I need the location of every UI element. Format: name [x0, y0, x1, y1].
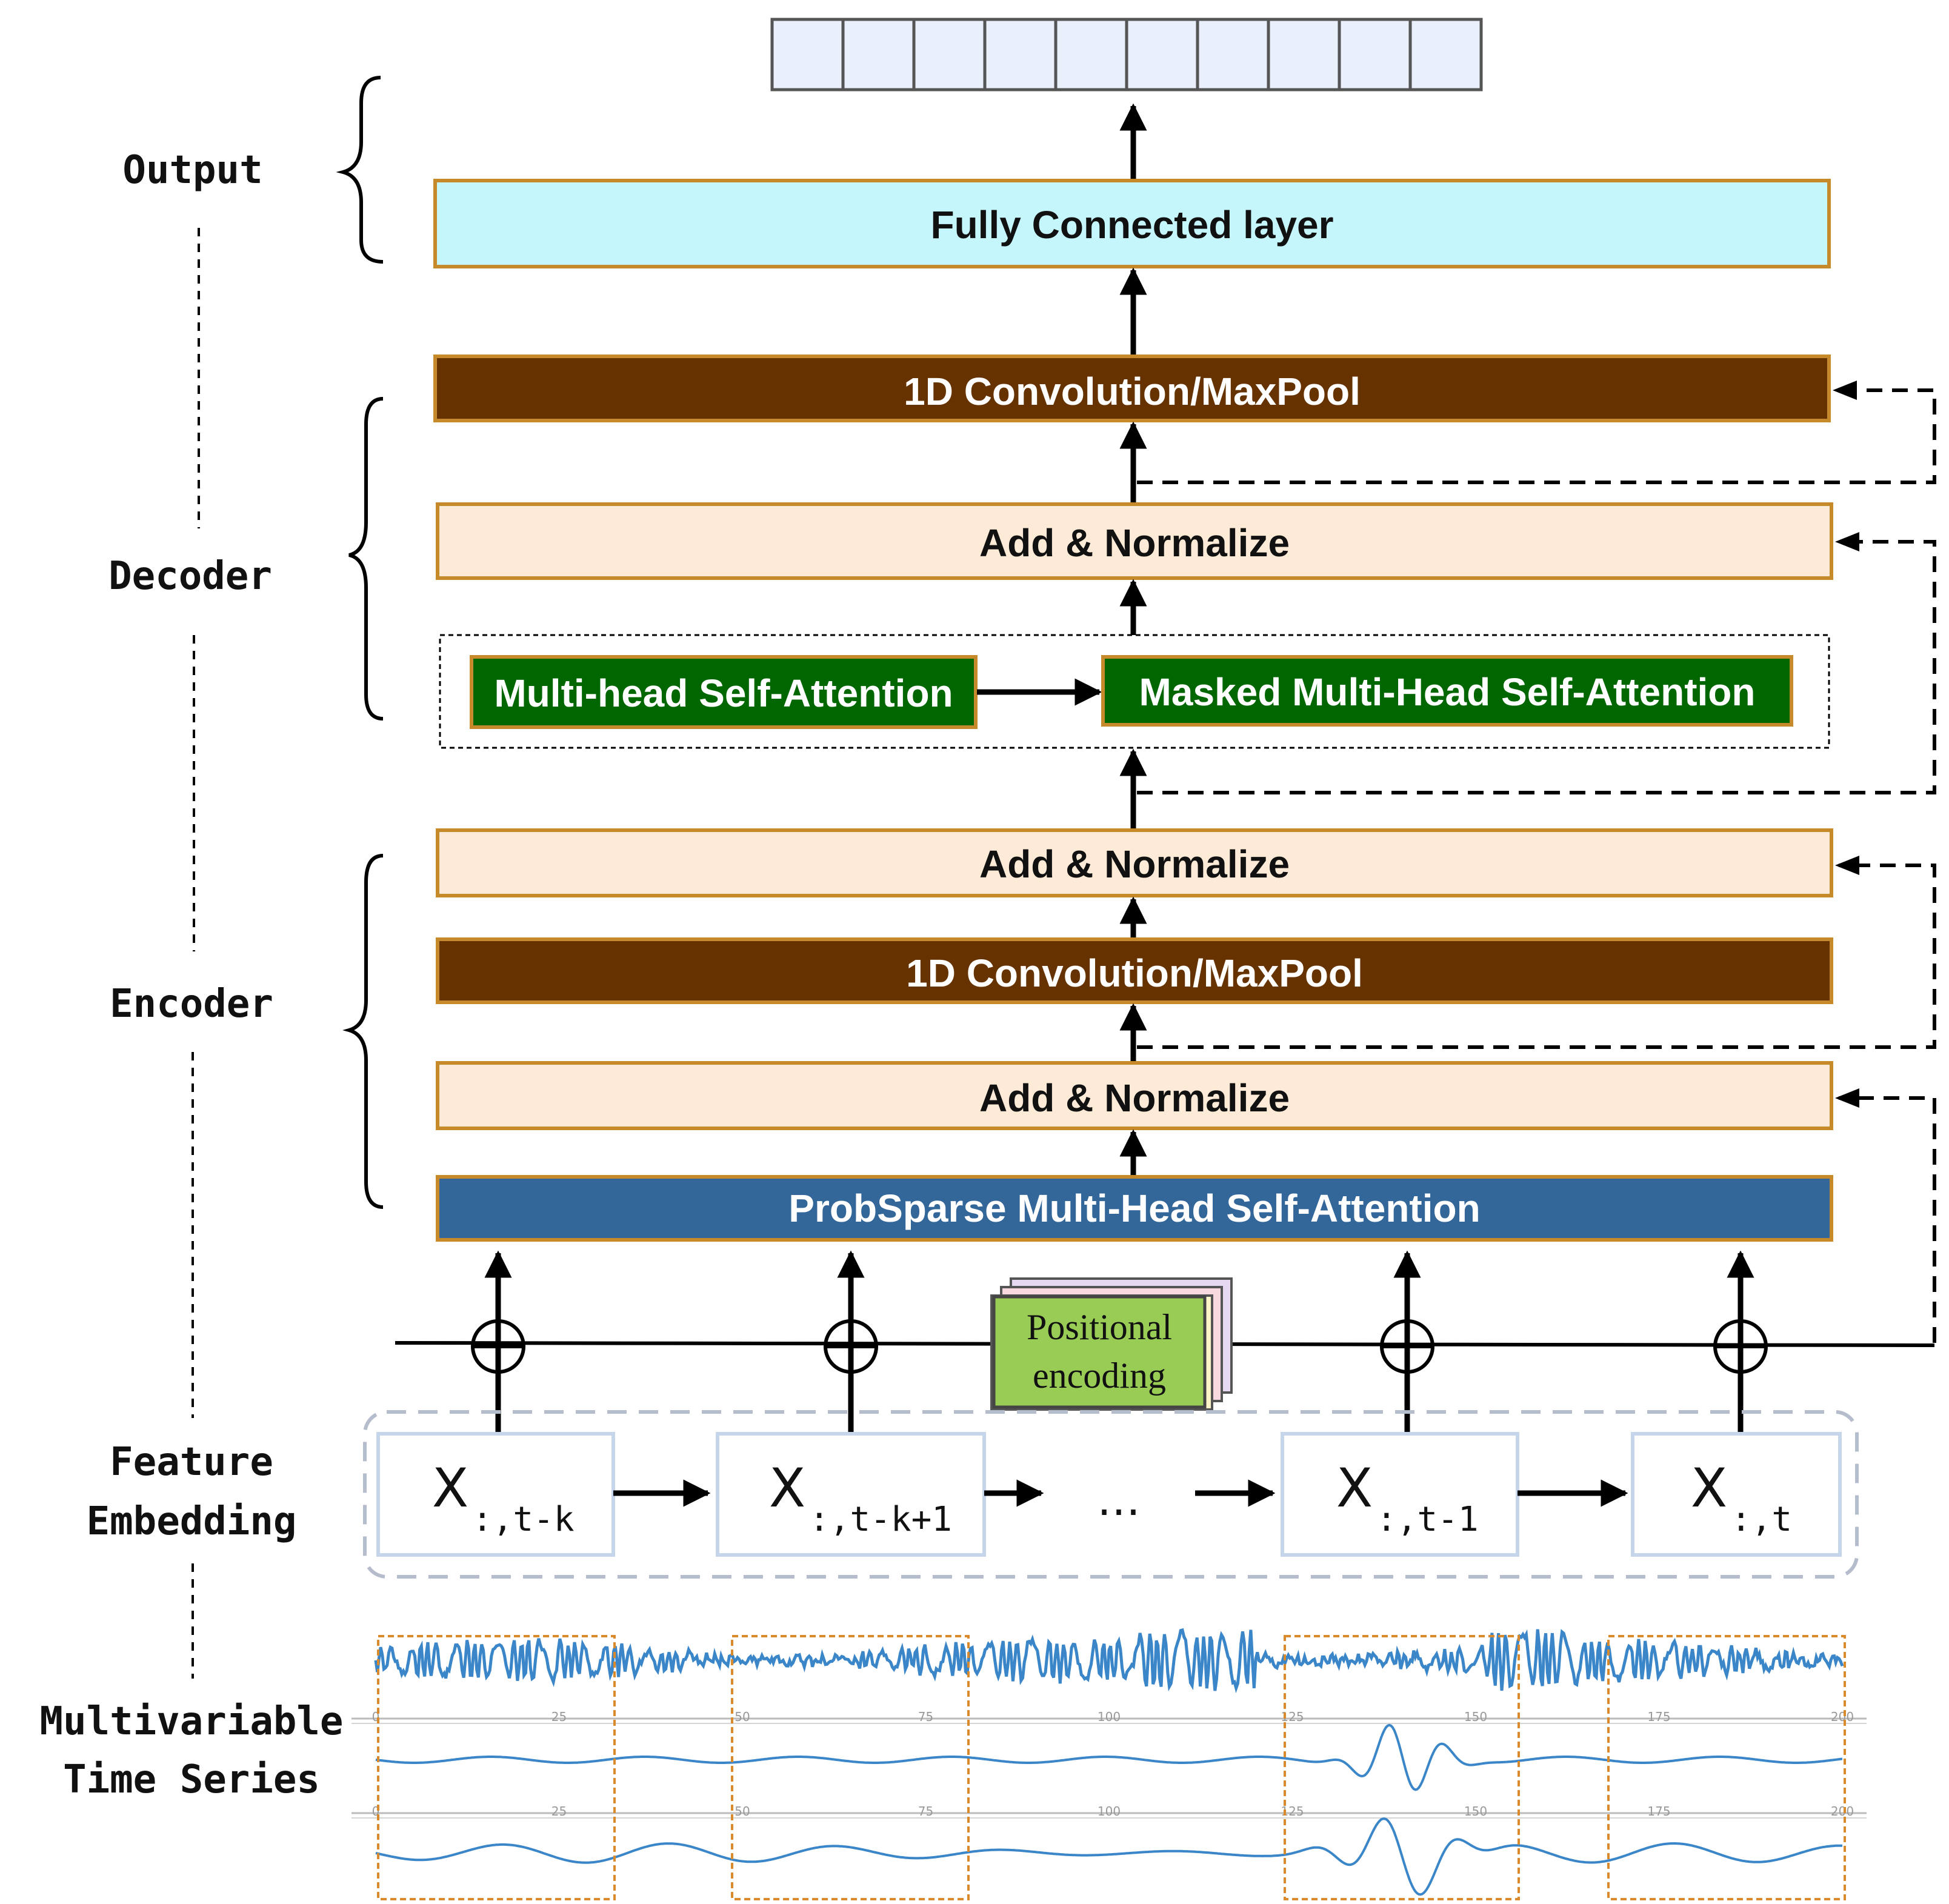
- embedding-subscript: :,t-k: [472, 1500, 575, 1539]
- section-separators: [192, 228, 200, 1679]
- decoder-conv-label: 1D Convolution/MaxPool: [904, 370, 1361, 413]
- adder-with-arrow: [824, 1250, 878, 1433]
- output-cell: [1054, 18, 1128, 92]
- encoder-add-normalize-bottom-label: Add & Normalize: [979, 1076, 1290, 1120]
- positional-encoding-stack: Positional encoding: [990, 1277, 1233, 1411]
- brace-output: [336, 76, 384, 264]
- axis-tick-label: 200: [1831, 1804, 1854, 1819]
- fully-connected-label: Fully Connected layer: [930, 203, 1333, 247]
- axis-tick-label: 100: [1098, 1709, 1121, 1724]
- brace-decoder: [348, 397, 384, 721]
- multihead-attention-label: Multi-head Self-Attention: [494, 671, 953, 715]
- embedding-box: X:,t-k: [376, 1432, 615, 1557]
- section-label-feature: Feature: [110, 1440, 273, 1485]
- time-window: [1607, 1635, 1846, 1900]
- residual-arrowheads: [1833, 381, 1859, 1108]
- fully-connected-box: [433, 179, 1831, 268]
- adder-with-arrow: [1713, 1250, 1768, 1433]
- embedding-x-symbol: X: [769, 1457, 805, 1519]
- axis-tick-label: 100: [1098, 1804, 1121, 1819]
- output-cell: [1267, 18, 1341, 92]
- section-braces: [336, 76, 384, 1209]
- output-cell: [983, 18, 1058, 92]
- section-label-embedding: Embedding: [87, 1499, 297, 1544]
- decoder-attention-group: [439, 634, 1830, 749]
- time-window: [377, 1635, 616, 1900]
- section-label-multivariable: Multivariable: [40, 1699, 344, 1744]
- axis-tick-label: 150: [1464, 1804, 1487, 1819]
- axis-tick-label: 75: [918, 1804, 933, 1819]
- residual-decoder-conv: [1137, 388, 1936, 484]
- embedding-boxes: X:,t-kX:,t-k+1X:,t-1X:,t: [376, 1432, 1842, 1557]
- adder-with-arrow: [471, 1250, 525, 1433]
- axis-tick-label: 150: [1464, 1709, 1487, 1724]
- embedding-x-symbol: X: [1336, 1457, 1373, 1519]
- time-series-signal: [375, 1723, 1843, 1791]
- axis-tick-label: 25: [551, 1804, 567, 1819]
- probsparse-attention-label: ProbSparse Multi-Head Self-Attention: [788, 1187, 1480, 1230]
- axis-tick-label: 75: [918, 1709, 933, 1724]
- residual-connections: [1137, 388, 1936, 1343]
- probsparse-attention-box: [436, 1175, 1833, 1242]
- output-cell: [912, 18, 987, 92]
- section-label-output: Output: [122, 148, 262, 193]
- encoder-add-normalize-bottom-box: [436, 1061, 1833, 1130]
- encoder-add-normalize-top-label: Add & Normalize: [979, 842, 1290, 886]
- axis-tick-label: 25: [551, 1709, 567, 1724]
- section-label-encoder: Encoder: [110, 982, 273, 1027]
- positional-encoding-label-2: encoding: [1033, 1356, 1166, 1396]
- adder-group: [471, 1250, 1768, 1433]
- residual-encoder-bottom: [1839, 1096, 1936, 1343]
- brace-encoder: [342, 854, 384, 1209]
- section-label-decoder: Decoder: [108, 554, 272, 599]
- time-series-signal: [375, 1817, 1843, 1896]
- residual-encoder-top: [1137, 864, 1936, 1049]
- embedding-subscript: :,t-1: [1376, 1500, 1479, 1539]
- masked-attention-label: Masked Multi-Head Self-Attention: [1139, 670, 1756, 714]
- time-window: [1284, 1635, 1520, 1900]
- decoder-conv-box: [433, 355, 1831, 422]
- output-cell: [770, 18, 845, 92]
- encoder-conv-label: 1D Convolution/MaxPool: [906, 951, 1363, 995]
- axis-tick-label: 175: [1647, 1709, 1670, 1724]
- positional-encoding-label-1: Positional: [1027, 1307, 1172, 1347]
- decoder-add-normalize-box: [436, 502, 1833, 580]
- masked-attention-box: [1101, 655, 1793, 727]
- encoder-conv-box: [436, 937, 1833, 1004]
- adder-with-arrow: [1380, 1250, 1434, 1433]
- embedding-ellipsis: …: [1097, 1474, 1141, 1525]
- embedding-box: X:,t-1: [1281, 1432, 1519, 1557]
- output-vector: [770, 18, 1483, 92]
- encoder-add-normalize-top-box: [436, 828, 1833, 897]
- output-cell: [841, 18, 916, 92]
- embedding-x-symbol: X: [1691, 1457, 1727, 1519]
- output-cell: [1408, 18, 1483, 92]
- axis-tick-label: 50: [735, 1804, 750, 1819]
- positional-encoding-box: [992, 1295, 1207, 1409]
- axis-tick-label: 175: [1647, 1804, 1670, 1819]
- output-cell: [1125, 18, 1199, 92]
- axis-tick-label: 200: [1831, 1709, 1854, 1724]
- embedding-x-symbol: X: [432, 1457, 468, 1519]
- decoder-add-normalize-label: Add & Normalize: [979, 521, 1290, 565]
- time-series-signal: [374, 1628, 1844, 1694]
- multihead-attention-box: [470, 655, 978, 729]
- embedding-box: X:,t: [1631, 1432, 1842, 1557]
- output-cell: [1196, 18, 1270, 92]
- embedding-subscript: :,t: [1731, 1500, 1792, 1539]
- residual-decoder-addnorm: [1137, 540, 1936, 794]
- embedding-box: X:,t-k+1: [716, 1432, 986, 1557]
- embedding-subscript: :,t-k+1: [809, 1500, 952, 1539]
- time-window: [731, 1635, 970, 1900]
- output-cell: [1338, 18, 1412, 92]
- axis-tick-label: 50: [735, 1709, 750, 1724]
- section-label-time-series: Time Series: [63, 1757, 320, 1802]
